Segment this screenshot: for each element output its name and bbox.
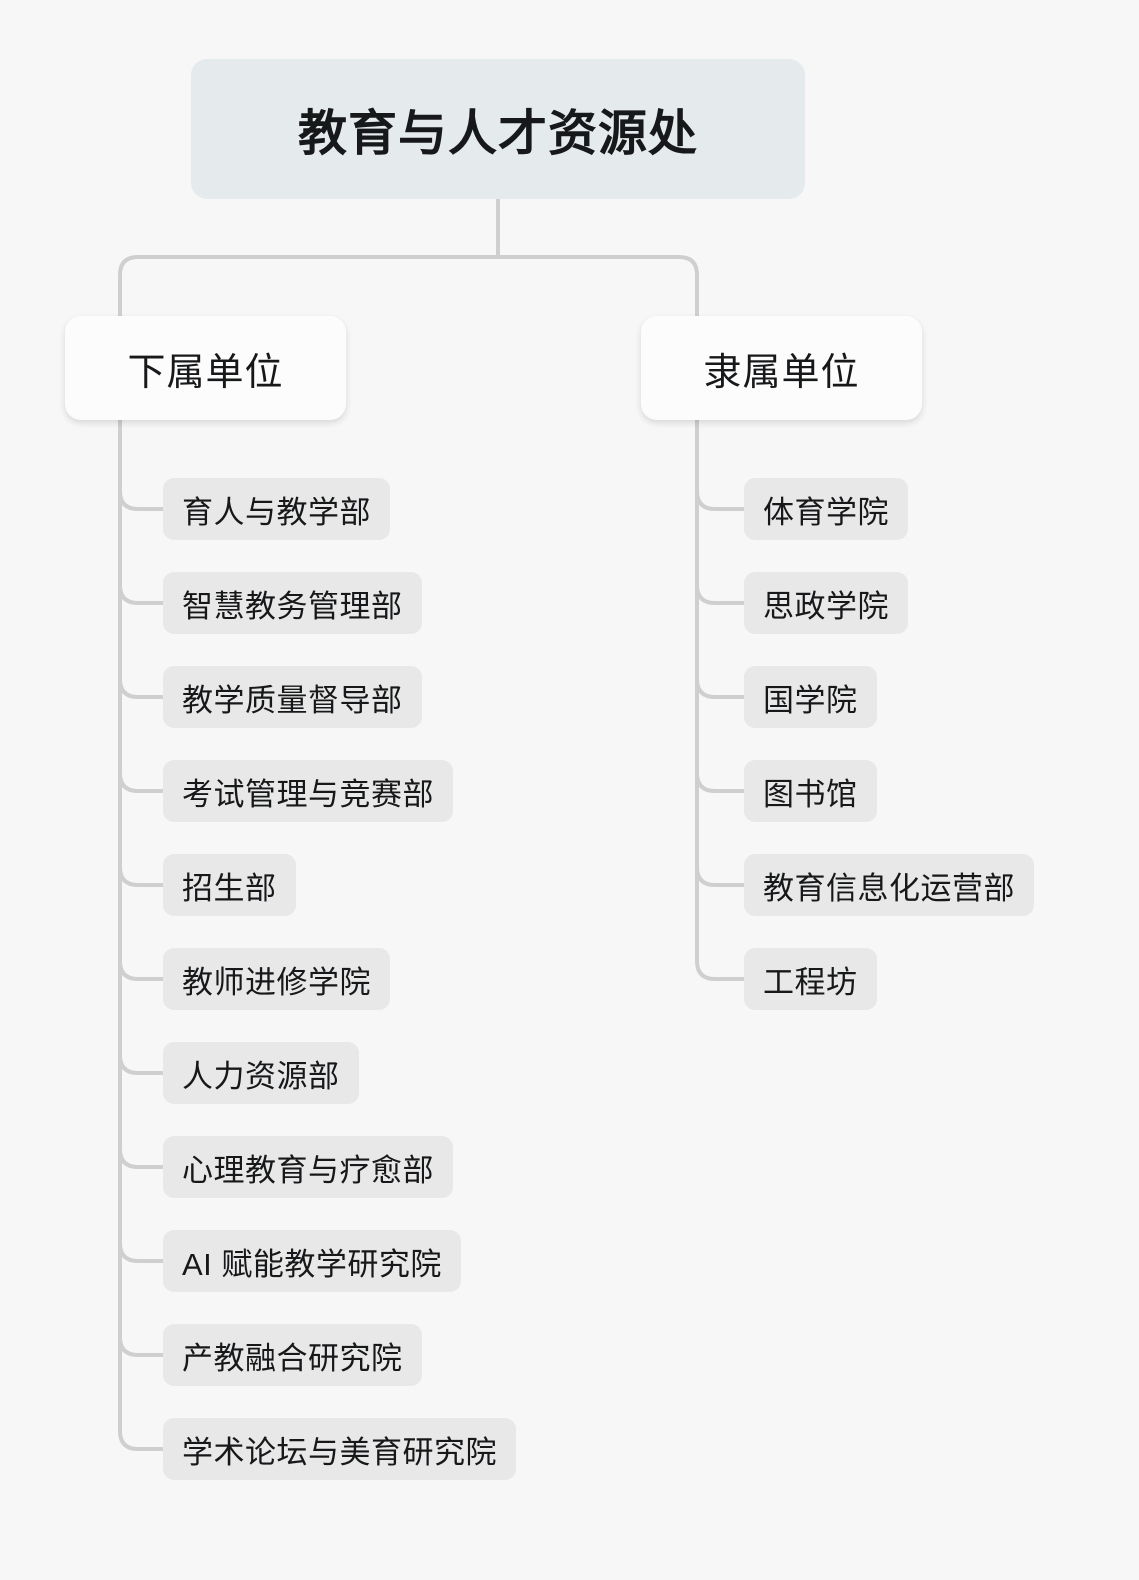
- leaf-node[interactable]: 思政学院: [744, 572, 908, 634]
- connector-elbow-subordinate-7: [118, 1147, 165, 1169]
- leaf-node-label: 学术论坛与美育研究院: [182, 1434, 497, 1470]
- leaf-node-label: 国学院: [763, 682, 858, 718]
- leaf-node[interactable]: 招生部: [163, 854, 296, 916]
- leaf-node[interactable]: 工程坊: [744, 948, 877, 1010]
- connector-elbow-subordinate-1: [118, 583, 165, 605]
- connector-elbow-subordinate-5: [118, 959, 165, 981]
- leaf-node[interactable]: 人力资源部: [163, 1042, 359, 1104]
- leaf-node-label: 考试管理与竞赛部: [182, 776, 434, 812]
- leaf-node-label: 教学质量督导部: [182, 682, 403, 718]
- branch-node-label: 隶属单位: [703, 351, 860, 394]
- connector-elbow-affiliated-3: [695, 771, 746, 793]
- leaf-node[interactable]: 考试管理与竞赛部: [163, 760, 453, 822]
- leaf-node-label: 心理教育与疗愈部: [182, 1152, 434, 1188]
- leaf-node-label: 产教融合研究院: [182, 1340, 403, 1376]
- leaf-node[interactable]: 国学院: [744, 666, 877, 728]
- leaf-node-label: 招生部: [182, 870, 277, 906]
- root-node[interactable]: 教育与人才资源处: [191, 59, 805, 199]
- leaf-node[interactable]: 体育学院: [744, 478, 908, 540]
- connector-elbow-subordinate-0: [118, 489, 165, 511]
- leaf-node-label: 体育学院: [763, 494, 889, 530]
- leaf-node[interactable]: 图书馆: [744, 760, 877, 822]
- root-node-label: 教育与人才资源处: [297, 106, 698, 161]
- connector-elbow-affiliated-1: [695, 583, 746, 605]
- leaf-node-label: 教师进修学院: [182, 964, 371, 1000]
- leaf-node[interactable]: AI 赋能教学研究院: [163, 1230, 461, 1292]
- connector-elbow-subordinate-2: [118, 677, 165, 699]
- leaf-node[interactable]: 教学质量督导部: [163, 666, 422, 728]
- connector-elbow-subordinate-9: [118, 1335, 165, 1357]
- branch-node-subordinate[interactable]: 下属单位: [65, 316, 346, 420]
- connector-elbow-subordinate-4: [118, 865, 165, 887]
- leaf-node-label: 工程坊: [763, 964, 858, 1000]
- leaf-node[interactable]: 智慧教务管理部: [163, 572, 422, 634]
- connector-elbow-subordinate-3: [118, 771, 165, 793]
- leaf-node-label: 人力资源部: [182, 1058, 340, 1094]
- leaf-node-label: AI 赋能教学研究院: [182, 1246, 442, 1282]
- connector-elbow-affiliated-2: [695, 677, 746, 699]
- leaf-node[interactable]: 教师进修学院: [163, 948, 390, 1010]
- branch-node-affiliated[interactable]: 隶属单位: [641, 316, 922, 420]
- leaf-node[interactable]: 教育信息化运营部: [744, 854, 1034, 916]
- leaf-node[interactable]: 产教融合研究院: [163, 1324, 422, 1386]
- leaf-node[interactable]: 育人与教学部: [163, 478, 390, 540]
- connector-elbow-affiliated-5: [695, 959, 746, 981]
- connector-elbow-affiliated-0: [695, 489, 746, 511]
- connector-elbow-affiliated-4: [695, 865, 746, 887]
- leaf-node-label: 思政学院: [763, 588, 889, 624]
- leaf-node-label: 图书馆: [763, 776, 858, 812]
- connector-branch-bus: [118, 255, 699, 318]
- leaf-node-label: 智慧教务管理部: [182, 588, 403, 624]
- leaf-node-label: 教育信息化运营部: [763, 870, 1015, 906]
- leaf-node-label: 育人与教学部: [182, 494, 371, 530]
- connector-elbow-subordinate-10: [118, 1429, 165, 1451]
- leaf-node[interactable]: 学术论坛与美育研究院: [163, 1418, 516, 1480]
- connector-elbow-subordinate-6: [118, 1053, 165, 1075]
- branch-node-label: 下属单位: [127, 351, 284, 394]
- connector-elbow-subordinate-8: [118, 1241, 165, 1263]
- leaf-node[interactable]: 心理教育与疗愈部: [163, 1136, 453, 1198]
